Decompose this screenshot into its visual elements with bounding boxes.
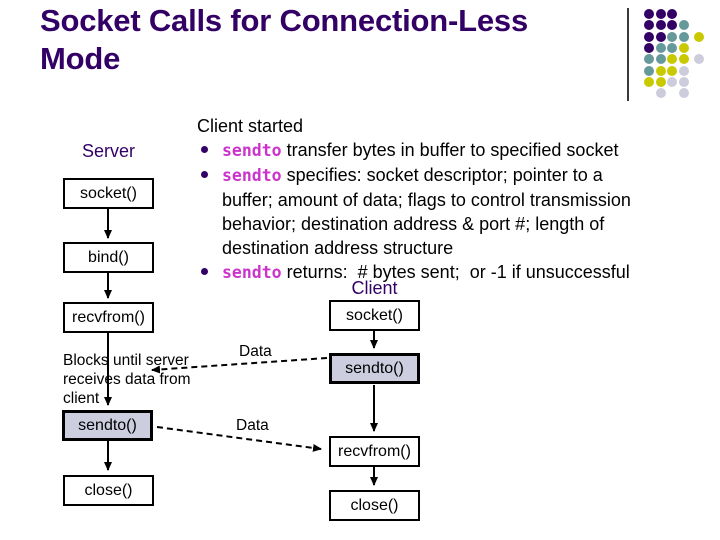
dot-icon — [655, 54, 666, 65]
bullet-item: sendto transfer bytes in buffer to speci… — [197, 138, 689, 163]
server-recvfrom-box: recvfrom() — [63, 302, 154, 333]
dot-icon — [655, 31, 666, 42]
bullet-icon — [201, 268, 208, 275]
dot-icon — [655, 20, 666, 31]
keyword-text: sendto — [222, 263, 282, 282]
server-sendto-box: sendto() — [62, 410, 153, 441]
server-bind-box: bind() — [63, 242, 154, 273]
keyword-text: sendto — [222, 141, 282, 160]
client-sendto-box: sendto() — [329, 353, 420, 384]
client-socket-box: socket() — [329, 300, 420, 331]
bullet-list: sendto transfer bytes in buffer to speci… — [197, 138, 689, 285]
blocks-note: Blocks until server receives data from c… — [63, 352, 191, 407]
dot-icon — [678, 31, 689, 42]
bullet-item: sendto specifies: socket descriptor; poi… — [197, 163, 689, 260]
client-close-box: close() — [329, 490, 420, 521]
dot-icon — [667, 20, 677, 31]
data-label-server-to-client: Data — [236, 417, 269, 434]
dot-icon — [678, 88, 689, 99]
dot-icon — [678, 54, 689, 65]
dot-icon — [644, 20, 654, 31]
bullet-text: transfer bytes in buffer to specified so… — [281, 140, 619, 160]
intro-text: Client started — [197, 116, 304, 136]
dot-icon — [644, 9, 654, 19]
bullet-icon — [201, 171, 208, 178]
bullet-item: sendto returns: # bytes sent; or -1 if u… — [197, 260, 689, 285]
dot-icon — [644, 54, 654, 65]
dot-icon — [655, 76, 666, 87]
dot-icon — [644, 42, 654, 53]
dot-icon — [667, 54, 677, 65]
title-separator-line — [627, 8, 629, 101]
dot-icon — [655, 88, 666, 99]
dot-icon — [678, 76, 689, 87]
bullet-icon — [201, 146, 208, 153]
dot-icon — [678, 20, 689, 31]
dot-icon — [667, 76, 677, 87]
client-column-label: Client — [351, 278, 398, 298]
dot-icon — [644, 65, 654, 76]
dot-icon — [655, 65, 666, 76]
dot-icon — [694, 54, 704, 65]
dot-icon — [644, 31, 654, 42]
server-socket-box: socket() — [63, 178, 154, 209]
dot-icon — [655, 9, 666, 19]
bullet-text: specifies: socket descriptor; pointer to… — [222, 165, 631, 258]
dot-icon — [667, 65, 677, 76]
server-column-label: Server — [81, 141, 135, 161]
data-label-client-to-server: Data — [239, 343, 272, 360]
keyword-text: sendto — [222, 166, 282, 185]
dot-icon — [655, 42, 666, 53]
client-recvfrom-box: recvfrom() — [329, 436, 420, 467]
dot-icon — [667, 9, 677, 19]
dot-icon — [667, 42, 677, 53]
dot-icon — [678, 65, 689, 76]
dot-icon — [694, 31, 704, 42]
dot-icon — [678, 42, 689, 53]
dot-icon — [644, 76, 654, 87]
bullet-block: Client started sendto transfer bytes in … — [197, 114, 689, 285]
server-close-box: close() — [63, 475, 154, 506]
slide-title: Socket Calls for Connection-Less Mode — [40, 3, 528, 76]
dot-icon — [667, 31, 677, 42]
bullet-text: returns: # bytes sent; or -1 if unsucces… — [281, 262, 630, 282]
